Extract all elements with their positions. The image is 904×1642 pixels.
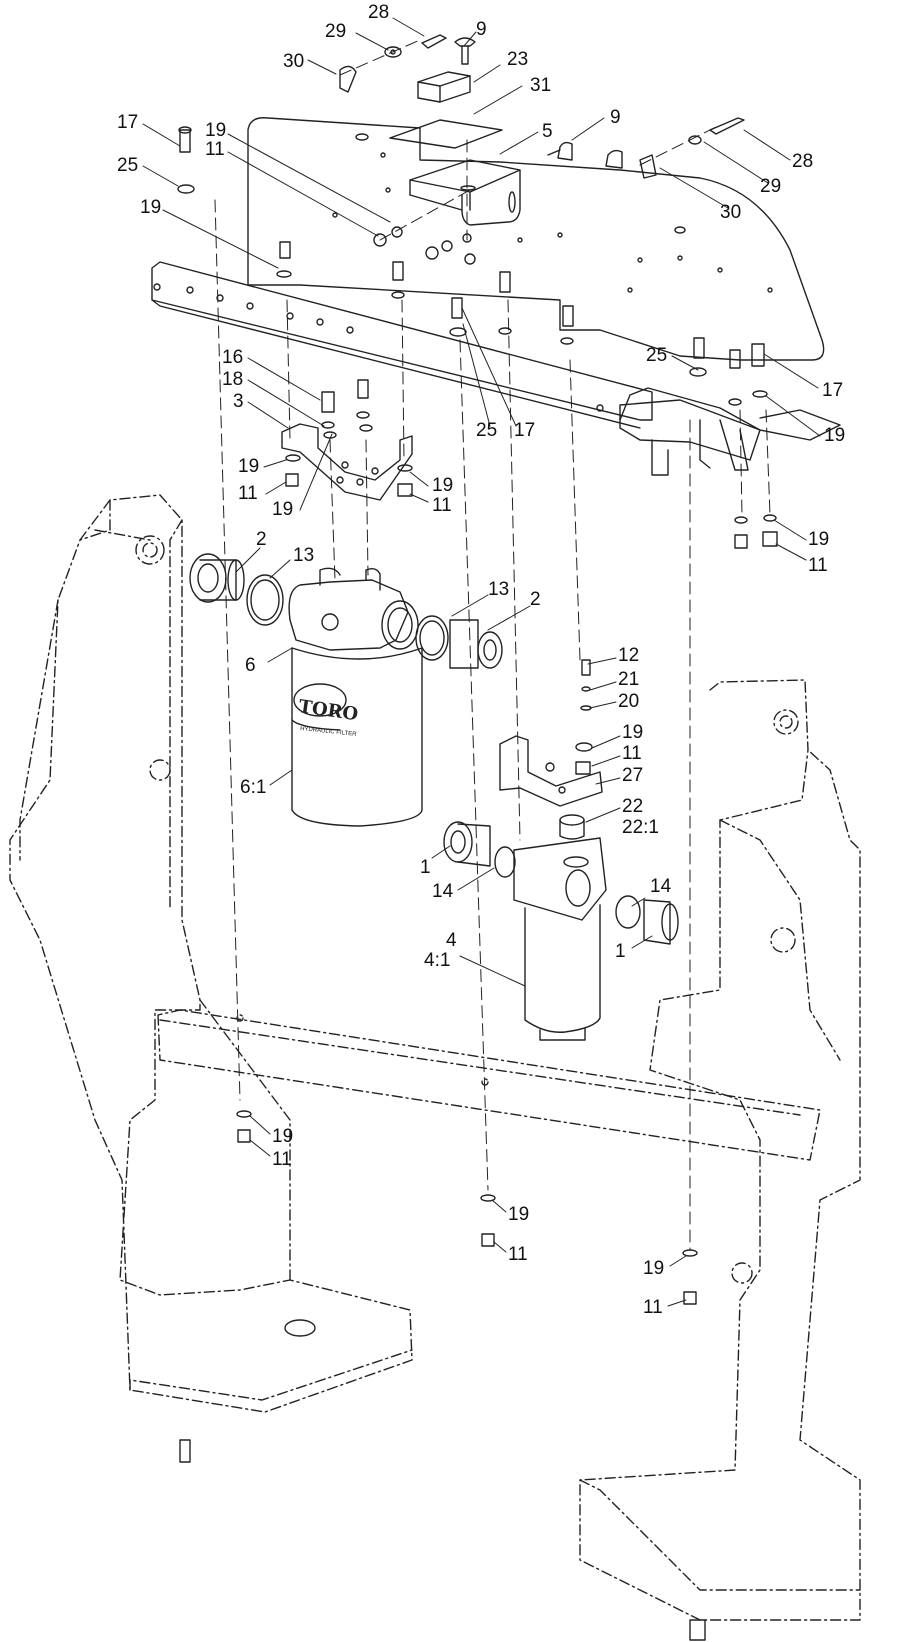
filter-label: HYDRAULIC FILTER: [300, 726, 358, 738]
callout-2: 2: [256, 529, 267, 550]
callout-12: 12: [618, 645, 640, 666]
callout-19e: 19: [432, 475, 454, 496]
callout-25: 25: [117, 155, 139, 176]
filter-logo: TORO: [297, 696, 359, 725]
callout-27: 27: [622, 765, 644, 786]
callout-4-1: 4:1: [424, 950, 451, 971]
callout-19: 19: [205, 120, 227, 141]
callout-1b: 1: [615, 941, 626, 962]
callout-2b: 2: [530, 589, 541, 610]
callout-30: 30: [283, 51, 305, 72]
callout-19i: 19: [272, 1126, 294, 1147]
callout-22-1: 22:1: [622, 817, 659, 838]
callout-30b: 30: [720, 202, 742, 223]
callout-6-1: 6:1: [240, 777, 267, 798]
callout-11f: 11: [272, 1149, 292, 1170]
cross-member: [157, 1009, 821, 1161]
small-filter-fittings: [443, 821, 679, 945]
callout-25c: 25: [646, 345, 668, 366]
callout-28b: 28: [792, 151, 814, 172]
callout-28: 28: [368, 2, 390, 23]
callout-11g: 11: [508, 1244, 528, 1265]
lower-hardware: [179, 1110, 706, 1641]
small-filter: [513, 814, 607, 1041]
callout-23: 23: [507, 49, 529, 70]
callout-25b: 25: [476, 420, 498, 441]
filter-bracket-top: [389, 71, 521, 226]
upper-mounting-plate: [247, 117, 825, 361]
callout-5: 5: [542, 121, 553, 142]
callout-16: 16: [222, 347, 244, 368]
callout-19k: 19: [643, 1258, 665, 1279]
callout-19h: 19: [622, 722, 644, 743]
callout-29b: 29: [760, 176, 782, 197]
callout-14b: 14: [650, 876, 672, 897]
callout-4: 4: [446, 930, 457, 951]
angle-rail: [151, 261, 841, 476]
callout-3: 3: [233, 391, 244, 412]
callout-18: 18: [222, 369, 244, 390]
right-frame: [579, 679, 861, 1621]
callout-11e: 11: [622, 743, 642, 764]
large-filter: [288, 567, 423, 827]
leader-lines: [142, 17, 821, 1307]
callout-19j: 19: [508, 1204, 530, 1225]
left-frame: [9, 494, 413, 1413]
callout-14: 14: [432, 881, 454, 902]
callout-19f: 19: [824, 425, 846, 446]
callout-21: 21: [618, 669, 640, 690]
callout-31: 31: [530, 75, 552, 96]
bracket-27: [499, 659, 603, 807]
callout-17c: 17: [822, 380, 844, 401]
bracket-3: [281, 379, 413, 501]
callout-19b: 19: [140, 197, 162, 218]
callout-11b: 11: [238, 483, 258, 504]
callout-13b: 13: [488, 579, 510, 600]
callout-20: 20: [618, 691, 640, 712]
callout-13: 13: [293, 545, 315, 566]
top-hardware: [339, 34, 745, 265]
callout-22: 22: [622, 796, 644, 817]
callout-19c: 19: [238, 456, 260, 477]
fittings-right: [415, 615, 503, 669]
callout-11d: 11: [808, 555, 828, 576]
callout-17: 17: [117, 112, 139, 133]
callout-1: 1: [420, 857, 431, 878]
fittings-left: [189, 553, 284, 626]
callout-11: 11: [205, 139, 225, 160]
callout-19g: 19: [808, 529, 830, 550]
callout-9b: 9: [610, 107, 621, 128]
callout-29: 29: [325, 21, 347, 42]
callout-11h: 11: [643, 1297, 663, 1318]
pad-23: [417, 71, 471, 103]
rail-bolts: [177, 126, 778, 549]
callout-6: 6: [245, 655, 256, 676]
callout-19d: 19: [272, 499, 294, 520]
callout-9: 9: [476, 19, 487, 40]
callout-11c: 11: [432, 495, 452, 516]
alignment-lines: [214, 39, 771, 1251]
callout-17b: 17: [514, 420, 536, 441]
plate-31: [389, 119, 503, 149]
